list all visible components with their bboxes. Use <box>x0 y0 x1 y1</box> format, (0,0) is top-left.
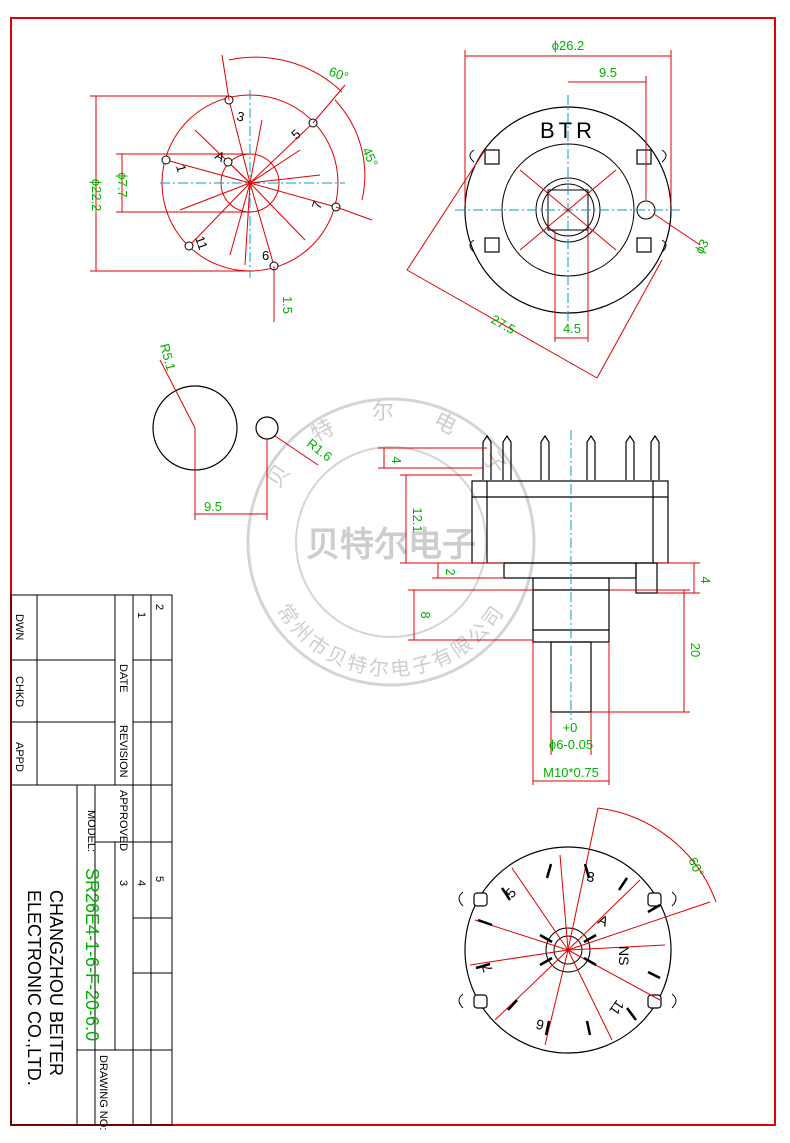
pin-hole <box>223 157 233 167</box>
pin-label: 6 <box>262 248 269 263</box>
dim-offset: 9.5 <box>599 65 617 80</box>
dim-bushing: 8 <box>418 611 433 618</box>
dim-diameter: ϕ22.2 <box>89 179 104 212</box>
number-cell: 5 <box>153 876 165 882</box>
dim-distance: 9.5 <box>204 499 222 514</box>
dim-body-height: 12.1 <box>410 507 425 532</box>
watermark-ring-top: 贝 特 尔 电 子 <box>262 399 504 492</box>
pin-label: 6 <box>534 1016 546 1034</box>
pin-layout-view: 3 5 1 A 7 11 6 60° 45° ϕ22.2 ϕ7.7 1.5 <box>89 54 381 322</box>
revision-label: REVISION <box>117 725 129 778</box>
pin-label: A <box>596 911 612 930</box>
side-view: 4 12.1 2 8 4 20 +0 ϕ6-0.05 M10*0.75 <box>378 430 713 785</box>
pin-label: 1 <box>173 163 189 174</box>
dim-large-radius: R5.1 <box>157 342 179 372</box>
dim-step: 2 <box>443 568 458 575</box>
number-cell: 3 <box>117 880 129 886</box>
rev-number: 2 <box>153 604 165 610</box>
pin-label: 7 <box>309 199 326 211</box>
approved-label: APPROVED <box>117 790 129 851</box>
pin-hole <box>161 155 171 165</box>
dim-angle: 60° <box>327 64 351 85</box>
pin-label: 7 <box>478 962 496 974</box>
title-block: 2 1 DWN CHKD APPD DATE REVISION APPROVED… <box>10 594 173 1130</box>
dim-hole: ϕ3 <box>692 236 712 256</box>
dim-outer-diameter: ϕ26.2 <box>552 38 585 53</box>
brand-logo: BTR <box>540 118 596 143</box>
model-number: SR26E4-1-6-F-20-6.0 <box>82 868 102 1041</box>
chkd-label: CHKD <box>13 676 25 707</box>
dim-hole: 1.5 <box>280 296 295 314</box>
dim-shaft-diameter: ϕ6-0.05 <box>549 737 593 752</box>
svg-text:常州市贝特尔电子有限公司: 常州市贝特尔电子有限公司 <box>272 600 510 681</box>
dim-thread: M10*0.75 <box>543 765 599 780</box>
drawing-no-label: DRAWING NO: <box>97 1055 109 1130</box>
dim-span: 27.5 <box>489 312 518 338</box>
pin-label: 11 <box>192 234 211 252</box>
watermark-center: 贝特尔电子 <box>306 526 476 564</box>
dim-flange: 4 <box>698 576 713 583</box>
dim-tolerance: +0 <box>563 720 578 735</box>
dim-angle: 60° <box>685 855 707 879</box>
company-name: ELECTRONIC CO.,LTD. <box>24 890 44 1086</box>
watermark-ring-bottom: 常州市贝特尔电子有限公司 <box>272 600 507 681</box>
pin-label: 3 <box>235 108 246 124</box>
pin-label: 5 <box>502 885 519 901</box>
pin-hole <box>184 241 194 251</box>
pin-label: 11 <box>606 997 628 1018</box>
dim-shaft: 4.5 <box>563 321 581 336</box>
pin-label: 3 <box>585 868 596 885</box>
dim-pin-height: 4 <box>389 456 404 463</box>
dim-shaft-length: 20 <box>688 643 703 657</box>
knob-view: R5.1 R1.6 9.5 <box>152 342 335 520</box>
date-label: DATE <box>117 664 129 693</box>
bottom-view: 60° 3 5 A NS 7 11 6 <box>458 807 717 1054</box>
appd-label: APPD <box>13 742 25 772</box>
svg-text:贝 特 尔 电 子: 贝 特 尔 电 子 <box>262 399 520 492</box>
model-label: MODEL: <box>85 810 97 852</box>
number-cell: 4 <box>135 880 147 886</box>
dwn-label: DWN <box>13 614 25 640</box>
top-view: BTR ϕ26.2 9.5 ϕ3 27.5 4.5 <box>406 38 712 379</box>
sheet-border <box>10 17 776 1126</box>
dim-angle: 45° <box>359 145 381 169</box>
dim-inner-diameter: ϕ7.7 <box>115 172 130 197</box>
company-name: CHANGZHOU BEITER <box>46 890 66 1076</box>
rev-number: 1 <box>135 612 147 618</box>
pin-label: NS <box>616 946 632 965</box>
